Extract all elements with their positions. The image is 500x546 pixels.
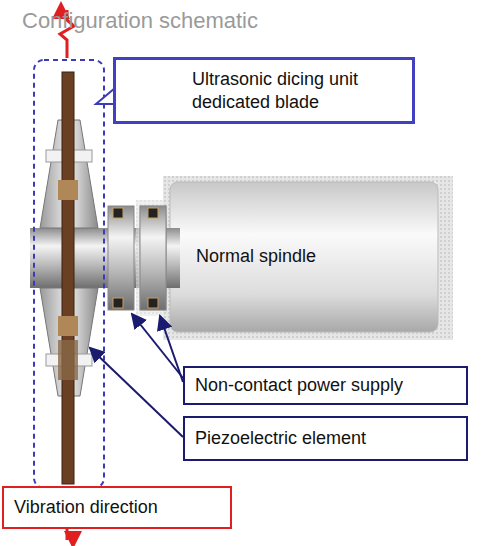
callout-text: Vibration direction — [14, 496, 220, 519]
piezo-callout-box: Piezoelectric element — [183, 416, 468, 461]
diagram-title: Configuration schematic — [22, 8, 258, 34]
callout-text: Piezoelectric element — [195, 427, 456, 450]
callout-text: Ultrasonic dicing unit dedicated blade — [192, 68, 400, 113]
callout-text: Non-contact power supply — [195, 374, 456, 397]
part-label: Normal spindle — [196, 246, 316, 267]
power-supply-callout-box: Non-contact power supply — [183, 366, 468, 405]
blade-callout-box: Ultrasonic dicing unit dedicated blade — [113, 57, 415, 124]
vibration-callout-box: Vibration direction — [2, 486, 232, 529]
